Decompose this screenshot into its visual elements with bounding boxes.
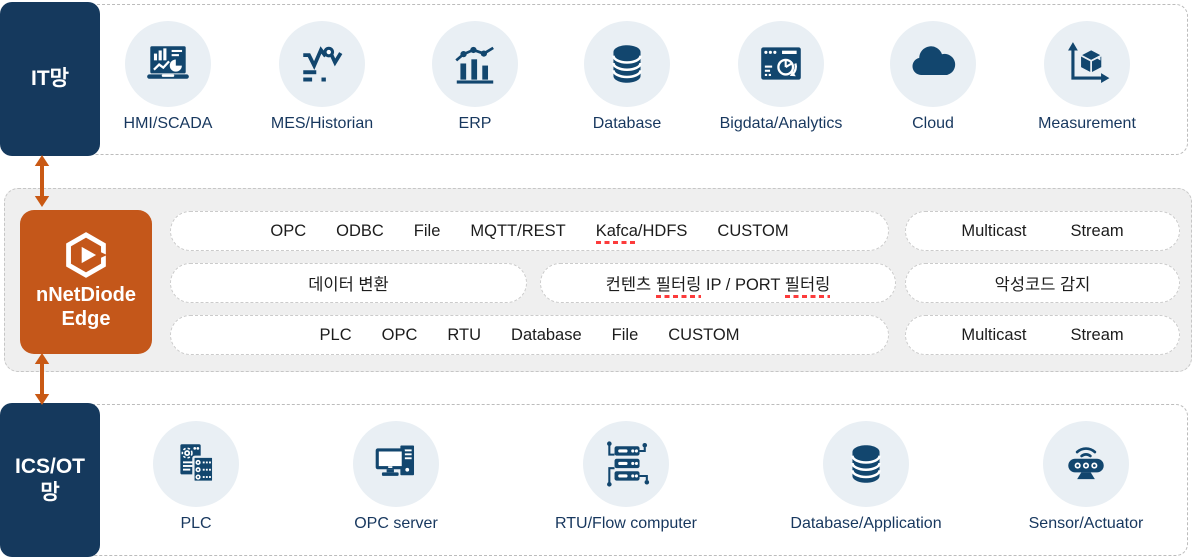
it-item-hmi-scada: HMI/SCADA	[103, 21, 233, 133]
pill-segment-spellchecked: 필터링	[655, 276, 702, 298]
it-item-cloud: Cloud	[868, 21, 998, 133]
ics-network-label-line1: ICS/OT	[14, 454, 85, 478]
pill-north-multicast-stream: Multicast Stream	[905, 211, 1180, 251]
icon-circle	[738, 21, 824, 107]
pill-word: Database	[511, 325, 582, 344]
icon-circle	[432, 21, 518, 107]
ics-item-label: OPC server	[354, 515, 438, 532]
nnetdiode-edge-box: nNetDiode Edge	[20, 210, 152, 354]
pill-word: Multicast	[961, 221, 1027, 240]
it-item-label: ERP	[458, 115, 492, 132]
bigdata-analytics-icon	[761, 47, 801, 80]
it-item-label: Cloud	[912, 115, 954, 132]
pill-south-multicast-stream: Multicast Stream	[905, 315, 1180, 355]
ics-item-label: Sensor/Actuator	[1028, 515, 1144, 532]
icon-circle	[1043, 421, 1129, 507]
pill-word: Multicast	[961, 325, 1027, 344]
icon-circle	[823, 421, 909, 507]
pill-data-conversion: 데이터 변환	[170, 263, 527, 303]
it-item-label: Measurement	[1038, 115, 1136, 132]
icon-circle	[125, 21, 211, 107]
pill-segment: IP / PORT	[701, 276, 785, 294]
it-item-label: Bigdata/Analytics	[719, 115, 843, 132]
edge-ics-arrow	[34, 353, 50, 405]
icon-circle	[279, 21, 365, 107]
it-item-database: Database	[562, 21, 692, 133]
erp-icon	[455, 46, 494, 84]
plc-icon	[180, 444, 215, 483]
it-item-label: Database	[592, 115, 662, 132]
ics-network-box: ICS/OT 망	[0, 403, 100, 557]
pill-word: ODBC	[336, 221, 384, 240]
pill-word: PLC	[319, 325, 352, 344]
ics-item-label: RTU/Flow computer	[555, 515, 697, 532]
pill-northbound-protocols: OPC ODBC File MQTT/REST Kafca/HDFS CUSTO…	[170, 211, 889, 251]
edge-title-line1: nNetDiode	[36, 284, 136, 307]
pill-word: OPC	[270, 221, 307, 240]
pill-word: File	[611, 325, 639, 344]
pill-word: Stream	[1070, 221, 1124, 240]
icon-circle	[583, 421, 669, 507]
pill-word: MQTT/REST	[470, 221, 566, 240]
database-icon	[612, 45, 642, 83]
opc-server-icon	[375, 442, 417, 478]
sensor-actuator-icon	[1068, 447, 1104, 480]
pill-segment: 컨텐츠	[605, 276, 656, 294]
ics-item-label: Database/Application	[790, 515, 942, 532]
pill-text: 데이터 변환	[308, 276, 389, 294]
mes-historian-icon	[303, 46, 343, 82]
pill-southbound-protocols: PLC OPC RTU Database File CUSTOM	[170, 315, 889, 355]
pill-segment-spellchecked: 필터링	[784, 276, 831, 298]
edge-title: nNetDiode Edge	[36, 284, 136, 331]
icon-circle	[1044, 21, 1130, 107]
it-item-bigdata-analytics: Bigdata/Analytics	[716, 21, 846, 133]
icon-circle	[353, 421, 439, 507]
pill-text: 컨텐츠 필터링 IP / PORT 필터링	[605, 271, 831, 298]
ics-item-rtu-flow-computer: RTU/Flow computer	[539, 421, 713, 533]
pill-word-spellchecked: Kafca	[595, 221, 638, 244]
ics-item-plc: PLC	[109, 421, 283, 533]
ics-item-database-application: Database/Application	[779, 421, 953, 533]
hmi-scada-icon	[147, 46, 189, 79]
nnetdiode-logo	[66, 232, 108, 279]
edge-title-line2: Edge	[61, 308, 111, 330]
pill-word: File	[413, 221, 441, 240]
rtu-flow-computer-icon	[607, 441, 650, 487]
pill-word: OPC	[381, 325, 418, 344]
cloud-icon	[912, 46, 956, 75]
ics-item-label: PLC	[180, 515, 212, 532]
pill-word: Stream	[1070, 325, 1124, 344]
icon-circle	[153, 421, 239, 507]
icon-circle	[584, 21, 670, 107]
pill-word: CUSTOM	[717, 221, 789, 240]
it-item-measurement: Measurement	[1022, 21, 1152, 133]
ics-item-sensor-actuator: Sensor/Actuator	[999, 421, 1173, 533]
it-edge-arrow	[34, 155, 50, 207]
pill-word: /HDFS	[637, 221, 688, 240]
pill-word: RTU	[447, 325, 482, 344]
icon-circle	[890, 21, 976, 107]
it-network-label: IT망	[31, 66, 69, 90]
it-item-erp: ERP	[410, 21, 540, 133]
pill-malware-detection: 악성코드 감지	[905, 263, 1180, 303]
it-item-label: MES/Historian	[270, 115, 374, 132]
measurement-icon	[1068, 42, 1110, 83]
ics-network-label-line2: 망	[40, 481, 60, 504]
pill-word-group: Kafca/HDFS	[595, 221, 688, 244]
it-network-box: IT망	[0, 2, 100, 156]
database-application-icon	[851, 445, 881, 483]
pill-content-filtering: 컨텐츠 필터링 IP / PORT 필터링	[540, 263, 896, 303]
ics-item-opc-server: OPC server	[309, 421, 483, 533]
it-item-mes-historian: MES/Historian	[257, 21, 387, 133]
pill-text: 악성코드 감지	[994, 276, 1091, 294]
it-item-label: HMI/SCADA	[123, 115, 213, 132]
pill-word: CUSTOM	[668, 325, 740, 344]
